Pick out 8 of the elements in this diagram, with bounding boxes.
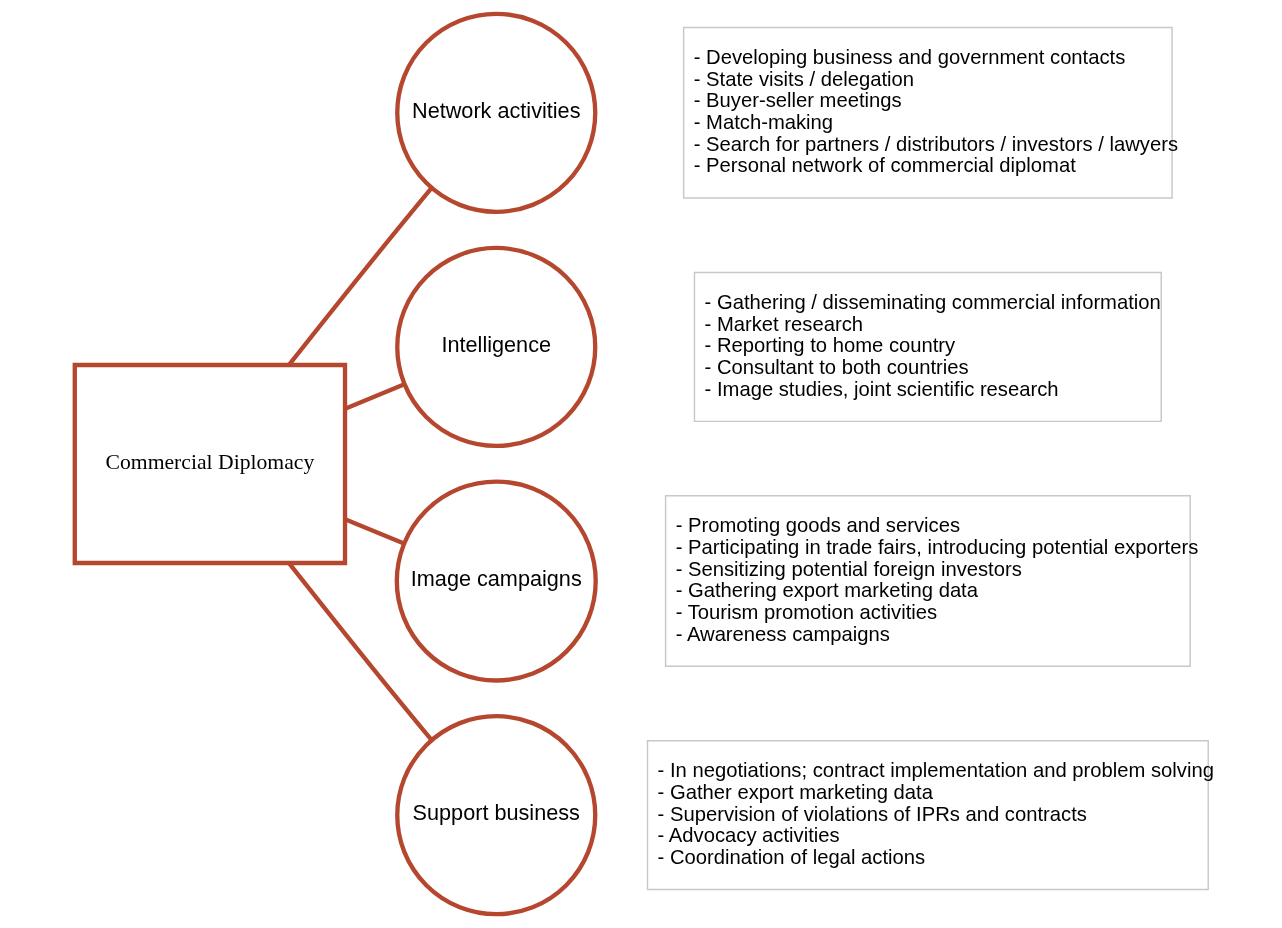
node-box: Commercial Diplomacy <box>72 362 347 566</box>
connector <box>287 562 433 742</box>
node-circle: Support business <box>394 714 597 917</box>
node-circle: Network activities <box>394 11 597 214</box>
node-circle: Image campaigns <box>394 479 598 683</box>
connector <box>287 186 433 366</box>
node-box: - Gathering / disseminating commercial information - Market research - Reporting to home country - Consultant to both countries - Image studies, joint scientific research <box>693 271 1162 423</box>
node-circle: Intelligence <box>394 245 597 449</box>
